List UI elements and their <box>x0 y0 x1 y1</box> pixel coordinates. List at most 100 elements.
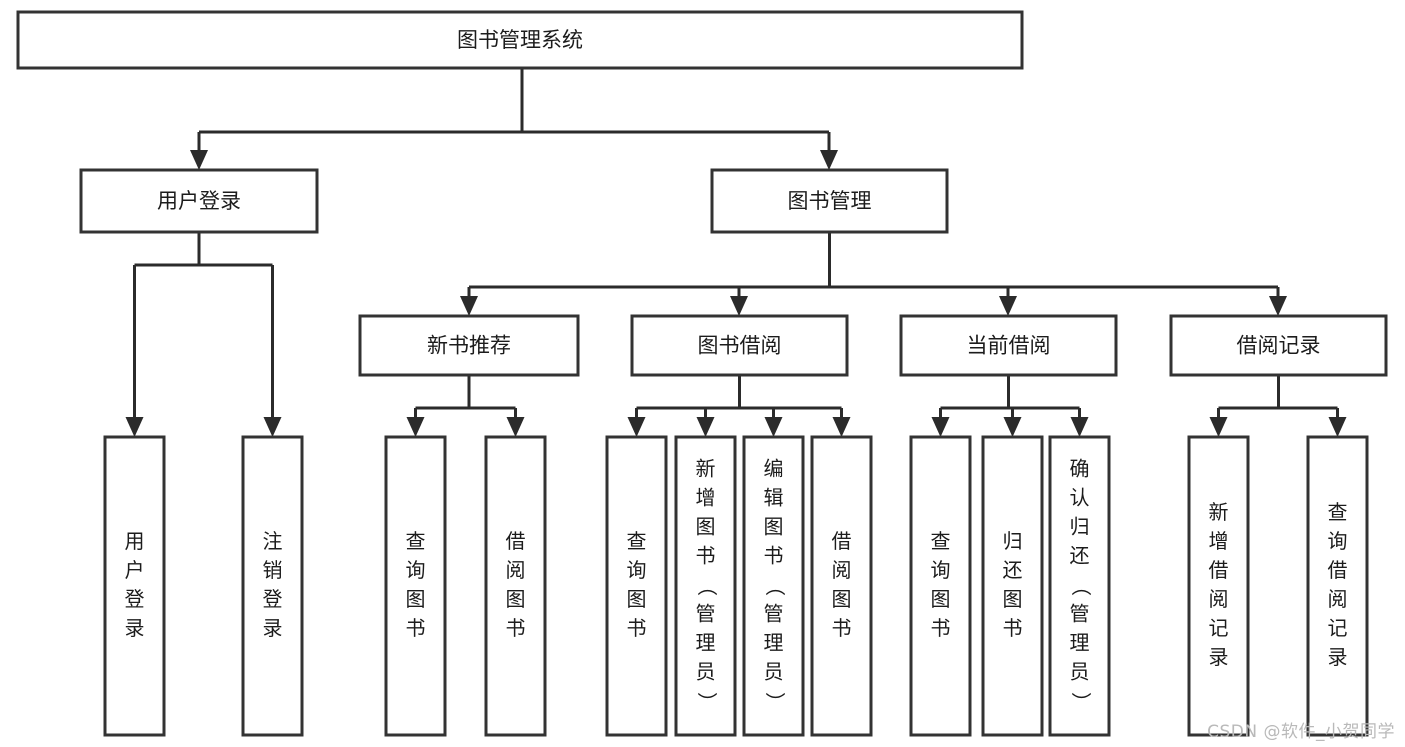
leaf-label-char: 借 <box>832 529 852 553</box>
leaf-label-char: 图 <box>832 587 852 611</box>
leaf-label-char: 管 <box>696 602 716 626</box>
leaf-label-char: 阅 <box>506 558 526 582</box>
leaf-label-char: 书 <box>1003 616 1023 640</box>
leaf-label-char: 查 <box>931 529 951 553</box>
leaf-label-char: 归 <box>1003 529 1023 553</box>
root-node-book-management-system[interactable]: 图书管理系统 <box>16 10 1024 70</box>
node-label: 图书借阅 <box>698 334 782 358</box>
leaf-label-char: 查 <box>406 529 426 553</box>
leaf-label-char: 认 <box>1070 486 1090 510</box>
leaf-label-char: 辑 <box>764 486 784 510</box>
leaf-label-char: 注 <box>263 529 283 553</box>
leaf-label-char: 询 <box>931 558 951 582</box>
leaf-label-char: 借 <box>506 529 526 553</box>
leaf-label-char: 编 <box>764 457 784 481</box>
leaf-label-char: （ <box>763 576 787 596</box>
leaf-label-char: 还 <box>1070 544 1090 568</box>
leaf-label-char: 确 <box>1070 457 1090 481</box>
leaf-label-char: 借 <box>1209 558 1229 582</box>
leaf-label-char: 用 <box>125 529 145 553</box>
leaf-label-char: 录 <box>125 616 145 640</box>
leaf-label-char: 员 <box>696 660 716 684</box>
connector-layer <box>125 68 1347 437</box>
node-label: 图书管理 <box>788 189 872 213</box>
level3-node-book-borrow[interactable]: 图书借阅 <box>630 314 849 377</box>
leaf-label-char: 图 <box>764 515 784 539</box>
leaf-label-char: 阅 <box>1328 587 1348 611</box>
level3-node-new-book-recommend[interactable]: 新书推荐 <box>358 314 580 377</box>
leaf-label-char: 新 <box>1209 500 1229 524</box>
leaf-label-char: 记 <box>1328 616 1348 640</box>
leaf-label-char: 录 <box>1328 645 1348 669</box>
leaf-label-char: 归 <box>1070 515 1090 539</box>
leaf-label-char: 新 <box>696 457 716 481</box>
leaf-label-char: 阅 <box>1209 587 1229 611</box>
leaf-label-char: 理 <box>1070 631 1090 655</box>
leaf-label-char: 图 <box>627 587 647 611</box>
leaf-label-char: 查 <box>627 529 647 553</box>
node-label: 当前借阅 <box>967 334 1051 358</box>
node-layer: 图书管理系统用户登录图书管理新书推荐图书借阅当前借阅借阅记录用户登录注销登录查询… <box>16 10 1388 737</box>
leaf-label-char: 还 <box>1003 558 1023 582</box>
leaf-label-char: ） <box>695 692 719 712</box>
node-label: 用户登录 <box>157 189 241 213</box>
leaf-label-char: 增 <box>1209 529 1229 553</box>
leaf-label-char: 书 <box>832 616 852 640</box>
node-label: 新书推荐 <box>427 334 511 358</box>
leaf-label-char: 图 <box>696 515 716 539</box>
leaf-label-char: 图 <box>1003 587 1023 611</box>
leaf-label-char: 询 <box>627 558 647 582</box>
leaf-label-char: 书 <box>931 616 951 640</box>
leaf-label-char: 增 <box>696 486 716 510</box>
leaf-label-char: 询 <box>406 558 426 582</box>
leaf-node-leaf-user-login[interactable]: 用户登录 <box>103 435 166 737</box>
leaf-label-char: 员 <box>764 660 784 684</box>
csdn-watermark: CSDN @软件_小贺同学 <box>1207 722 1395 742</box>
leaf-label-char: （ <box>1069 576 1093 596</box>
leaf-label-char: 借 <box>1328 558 1348 582</box>
level3-node-current-borrow[interactable]: 当前借阅 <box>899 314 1118 377</box>
leaf-label-char: 管 <box>764 602 784 626</box>
leaf-label-char: 书 <box>506 616 526 640</box>
leaf-label-char: 理 <box>696 631 716 655</box>
leaf-label-char: 理 <box>764 631 784 655</box>
level3-node-borrow-record[interactable]: 借阅记录 <box>1169 314 1388 377</box>
leaf-label-char: 书 <box>627 616 647 640</box>
leaf-label-char: 员 <box>1070 660 1090 684</box>
leaf-label-char: 登 <box>263 587 283 611</box>
leaf-label-char: 记 <box>1209 616 1229 640</box>
leaf-label-char: 登 <box>125 587 145 611</box>
leaf-label-char: 查 <box>1328 500 1348 524</box>
leaf-label-char: 销 <box>263 558 283 582</box>
leaf-label-char: 户 <box>125 558 145 582</box>
leaf-label-char: 图 <box>506 587 526 611</box>
leaf-label-char: 录 <box>1209 645 1229 669</box>
leaf-label-char: 图 <box>406 587 426 611</box>
level2-node-book-manage[interactable]: 图书管理 <box>710 168 949 234</box>
leaf-label-char: ） <box>1069 692 1093 712</box>
leaf-label-char: 图 <box>931 587 951 611</box>
level2-node-user-login[interactable]: 用户登录 <box>79 168 319 234</box>
leaf-label-char: 书 <box>406 616 426 640</box>
leaf-label-char: 询 <box>1328 529 1348 553</box>
node-label: 图书管理系统 <box>457 28 583 52</box>
leaf-label-char: 书 <box>764 544 784 568</box>
leaf-label-char: 录 <box>263 616 283 640</box>
leaf-label-char: 管 <box>1070 602 1090 626</box>
node-label: 借阅记录 <box>1237 334 1321 358</box>
leaf-label-char: 书 <box>696 544 716 568</box>
